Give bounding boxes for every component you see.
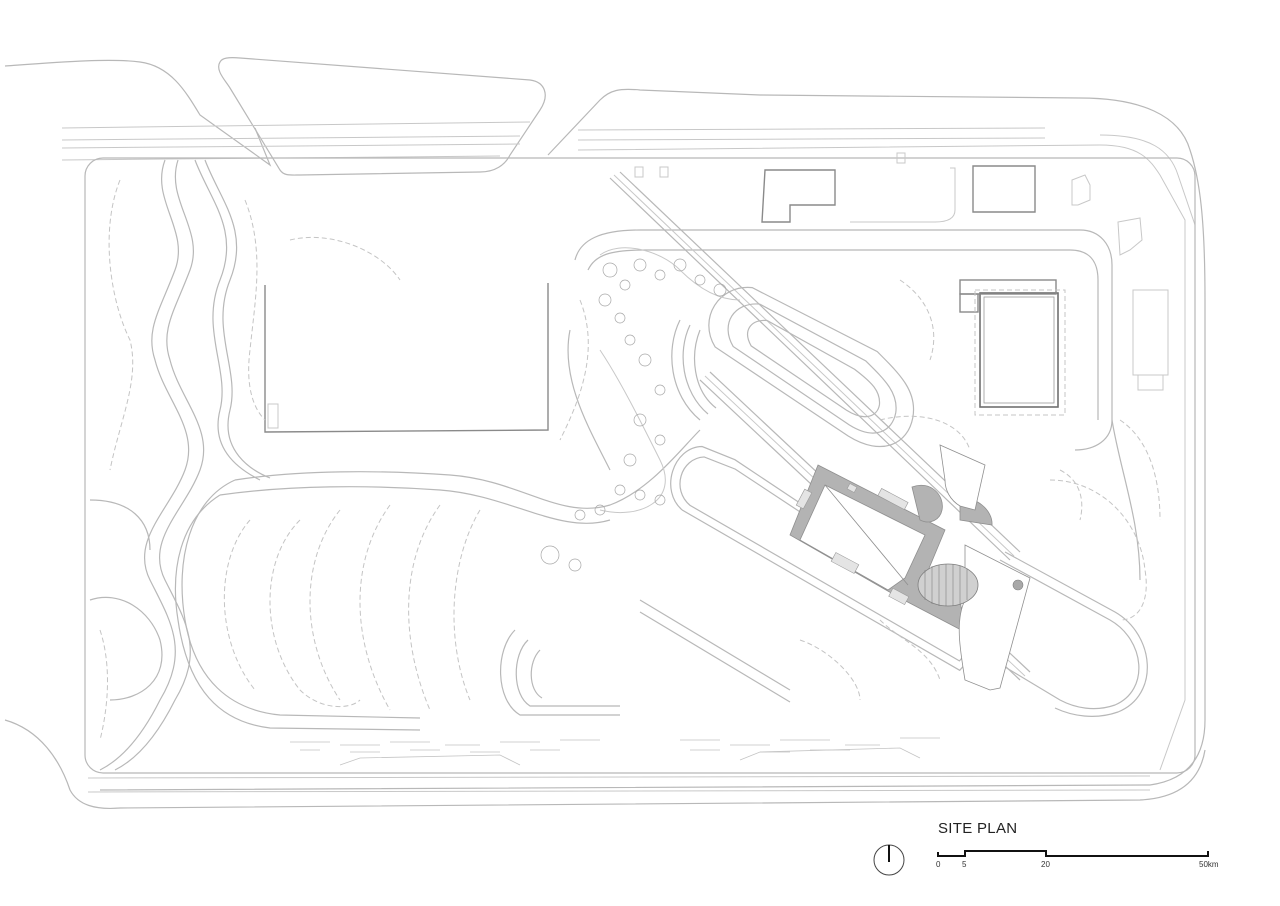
tree-cluster xyxy=(540,258,727,572)
main-building xyxy=(789,444,1031,691)
sports-court xyxy=(959,279,1066,416)
road-network xyxy=(4,57,1206,810)
top-buildings xyxy=(634,152,1169,391)
site-boundary xyxy=(84,157,1196,774)
right-contours xyxy=(799,279,1161,701)
scale-tick-5: 5 xyxy=(962,860,967,869)
scale-bar xyxy=(937,850,1209,857)
scale-tick-0: 0 xyxy=(936,860,941,869)
running-track-right xyxy=(879,415,1148,717)
scale-tick-20: 20 xyxy=(1041,860,1050,869)
scale-tick-50km: 50km xyxy=(1199,860,1219,869)
amphitheatre xyxy=(599,247,741,514)
running-track-upper xyxy=(708,287,915,447)
paving-pattern xyxy=(290,737,940,766)
north-arrow-icon xyxy=(873,844,905,876)
lawn-paths xyxy=(174,236,701,731)
internal-loop-road xyxy=(567,229,1141,581)
drawing-title: SITE PLAN xyxy=(938,820,1018,837)
existing-building xyxy=(264,283,549,433)
left-landscape-paths xyxy=(89,159,271,771)
